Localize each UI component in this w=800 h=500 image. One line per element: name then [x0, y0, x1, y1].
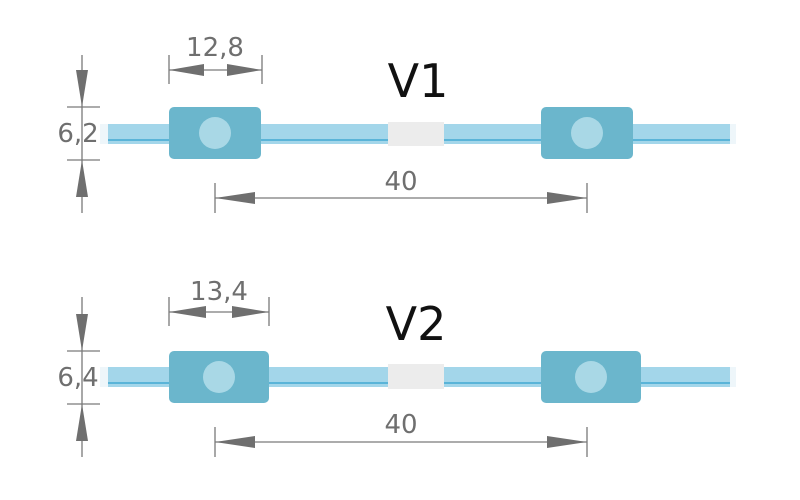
arrow-left-icon [169, 64, 204, 76]
arrow-right-icon [547, 192, 587, 204]
arrow-right-icon [547, 436, 587, 448]
connector [388, 364, 444, 389]
variant-title: V1 [388, 54, 449, 108]
spacing-dimension: 40 [214, 167, 588, 213]
led-module [541, 351, 641, 403]
module-width-dimension: 13,4 [168, 277, 270, 326]
module-width-label: 13,4 [190, 277, 248, 307]
connector [388, 122, 444, 146]
arrow-left-icon [215, 436, 255, 448]
led-module [169, 351, 269, 403]
height-label: 6,2 [57, 119, 98, 149]
led-lens-icon [571, 117, 603, 149]
cable-end-right [730, 124, 736, 144]
spacing-dimension: 40 [214, 410, 588, 457]
cable-end-left [100, 124, 108, 144]
variant-v2: 13,4 V2 6,4 40 [57, 277, 736, 457]
arrow-up-icon [76, 404, 88, 441]
arrow-right-icon [227, 64, 262, 76]
arrow-left-icon [215, 192, 255, 204]
module-width-label: 12,8 [186, 33, 244, 63]
height-dimension: 6,4 [57, 297, 100, 457]
led-lens-icon [203, 361, 235, 393]
cable-end-left [100, 367, 108, 387]
led-module [169, 107, 261, 159]
led-lens-icon [575, 361, 607, 393]
led-lens-icon [199, 117, 231, 149]
variant-v1: 12,8 V1 6,2 40 [57, 33, 736, 213]
height-label: 6,4 [57, 363, 98, 393]
spacing-label: 40 [384, 167, 417, 197]
arrow-left-icon [169, 306, 206, 318]
arrow-down-icon [76, 314, 88, 351]
arrow-down-icon [76, 70, 88, 107]
arrow-up-icon [76, 160, 88, 197]
led-module [541, 107, 633, 159]
height-dimension: 6,2 [57, 55, 100, 213]
arrow-right-icon [232, 306, 269, 318]
module-width-dimension: 12,8 [168, 33, 263, 84]
variant-title: V2 [386, 297, 447, 351]
spacing-label: 40 [384, 410, 417, 440]
cable-end-right [730, 367, 736, 387]
